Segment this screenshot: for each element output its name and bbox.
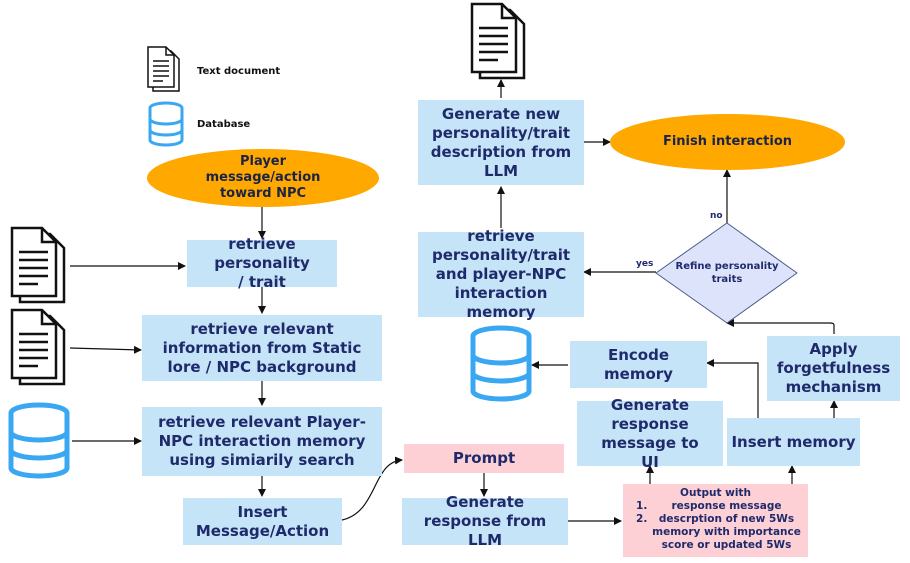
generate-personality-node: Generate new personality/trait descripti… bbox=[418, 100, 584, 185]
memory-database-icon bbox=[468, 325, 534, 403]
retrieve-memory-node: retrieve relevant Player-NPC interaction… bbox=[142, 407, 382, 476]
apply-forgetfulness-node: Apply forgetfulness mechanism bbox=[767, 336, 900, 401]
arrow-insert-to-prompt bbox=[341, 456, 403, 521]
insert-memory-node: Insert memory bbox=[727, 418, 860, 466]
text-document-icon bbox=[8, 226, 72, 306]
legend-database-label: Database bbox=[197, 119, 251, 130]
text-document-icon bbox=[8, 308, 72, 388]
text-document-legend-icon bbox=[145, 45, 185, 93]
output-list: response message descrption of new 5Ws m… bbox=[629, 500, 802, 552]
output-item: response message bbox=[651, 500, 802, 513]
prompt-node: Prompt bbox=[404, 444, 564, 473]
legend-text-document-label: Text document bbox=[197, 66, 281, 77]
finish-interaction-node: Finish interaction bbox=[610, 114, 845, 170]
arrow-doc2-to-lore bbox=[69, 345, 142, 354]
output-document-icon bbox=[468, 2, 532, 82]
arrow-insert-to-encode bbox=[706, 359, 759, 418]
encode-memory-node: Encode memory bbox=[570, 341, 707, 388]
player-message-node: Player message/action toward NPC bbox=[147, 149, 379, 207]
retrieve-lore-node: retrieve relevant information from Stati… bbox=[142, 315, 382, 381]
generate-response-ui-node: Generate response message to UI bbox=[577, 396, 723, 471]
output-node: Output with response message descrption … bbox=[623, 484, 808, 557]
yes-label: yes bbox=[636, 259, 654, 269]
generate-response-llm-node: Generate response from LLM bbox=[402, 493, 568, 549]
database-icon bbox=[6, 402, 72, 480]
arrow-forget-to-refine bbox=[726, 319, 835, 334]
database-legend-icon bbox=[146, 100, 186, 148]
output-title: Output with bbox=[680, 487, 751, 499]
retrieve-personality-memory-node: retrieve personality/trait and player-NP… bbox=[418, 227, 584, 321]
insert-message-node: Insert Message/Action bbox=[183, 498, 342, 545]
no-label: no bbox=[710, 211, 723, 221]
retrieve-personality-node: retrieve personality / trait bbox=[187, 235, 337, 291]
refine-diamond-shape bbox=[655, 222, 798, 324]
refine-traits-node: Refine personality traits bbox=[675, 261, 779, 285]
output-item: descrption of new 5Ws memory with import… bbox=[651, 513, 802, 552]
